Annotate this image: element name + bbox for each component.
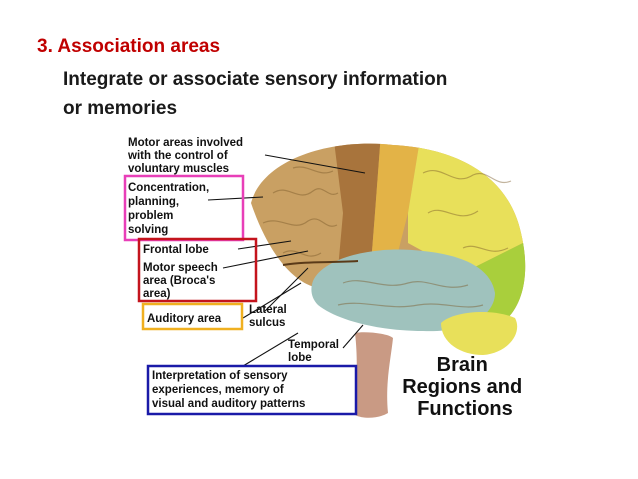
gyri-texture	[262, 166, 512, 308]
frontal-box	[137, 237, 258, 303]
label-interpretation-line: Interpretation of sensory	[152, 370, 288, 382]
interpretation-box	[146, 364, 358, 416]
label-temporal-lobe: Temporal lobe	[288, 339, 342, 364]
label-broca-line: area (Broca's	[143, 275, 215, 287]
label-interpretation: Interpretation of sensory experiences, m…	[152, 370, 305, 410]
figure-title-line: Regions and	[402, 376, 522, 398]
cerebellum-shape	[441, 311, 518, 355]
label-motor-areas: Motor areas involved with the control of…	[127, 137, 246, 175]
label-temporal-lobe-line: Temporal	[288, 339, 339, 351]
label-motor-areas-line: with the control of	[127, 150, 228, 162]
brainstem-shape	[355, 332, 393, 418]
slide-heading: 3. Association areas	[37, 36, 221, 57]
label-broca: Motor speech area (Broca's area)	[143, 262, 221, 300]
label-interpretation-line: experiences, memory of	[152, 384, 284, 396]
label-concentration-line: planning,	[128, 196, 179, 208]
label-concentration-line: problem	[128, 210, 173, 222]
brain-regions-diagram: Motor areas involved with the control of…	[123, 137, 528, 420]
label-concentration-line: Concentration,	[128, 182, 209, 194]
label-lateral-sulcus: Lateral sulcus	[249, 304, 290, 329]
label-broca-line: Motor speech	[143, 262, 218, 274]
label-broca-line: area)	[143, 288, 171, 300]
auditory-box	[141, 302, 244, 331]
label-concentration-line: solving	[128, 224, 168, 236]
figure-title-line: Functions	[417, 398, 513, 420]
label-lateral-sulcus-line: Lateral	[249, 304, 287, 316]
label-auditory: Auditory area	[147, 313, 222, 325]
label-concentration: Concentration, planning, problem solving	[128, 182, 212, 236]
label-frontal-lobe: Frontal lobe	[143, 244, 209, 256]
label-lateral-sulcus-line: sulcus	[249, 317, 285, 329]
label-interpretation-line: visual and auditory patterns	[152, 398, 305, 410]
temporal-lobe-region	[311, 249, 495, 332]
slide-body-line-1: Integrate or associate sensory informati…	[63, 69, 448, 90]
lateral-sulcus-line	[282, 260, 359, 266]
label-motor-areas-line: Motor areas involved	[128, 137, 243, 149]
label-motor-areas-line: voluntary muscles	[128, 163, 229, 175]
slide-body-line-2: or memories	[63, 98, 178, 119]
label-temporal-lobe-line: lobe	[288, 352, 312, 364]
figure-title-line: Brain	[437, 354, 488, 376]
figure-title: Brain Regions and Functions	[402, 354, 528, 420]
leader-lines	[207, 154, 366, 367]
